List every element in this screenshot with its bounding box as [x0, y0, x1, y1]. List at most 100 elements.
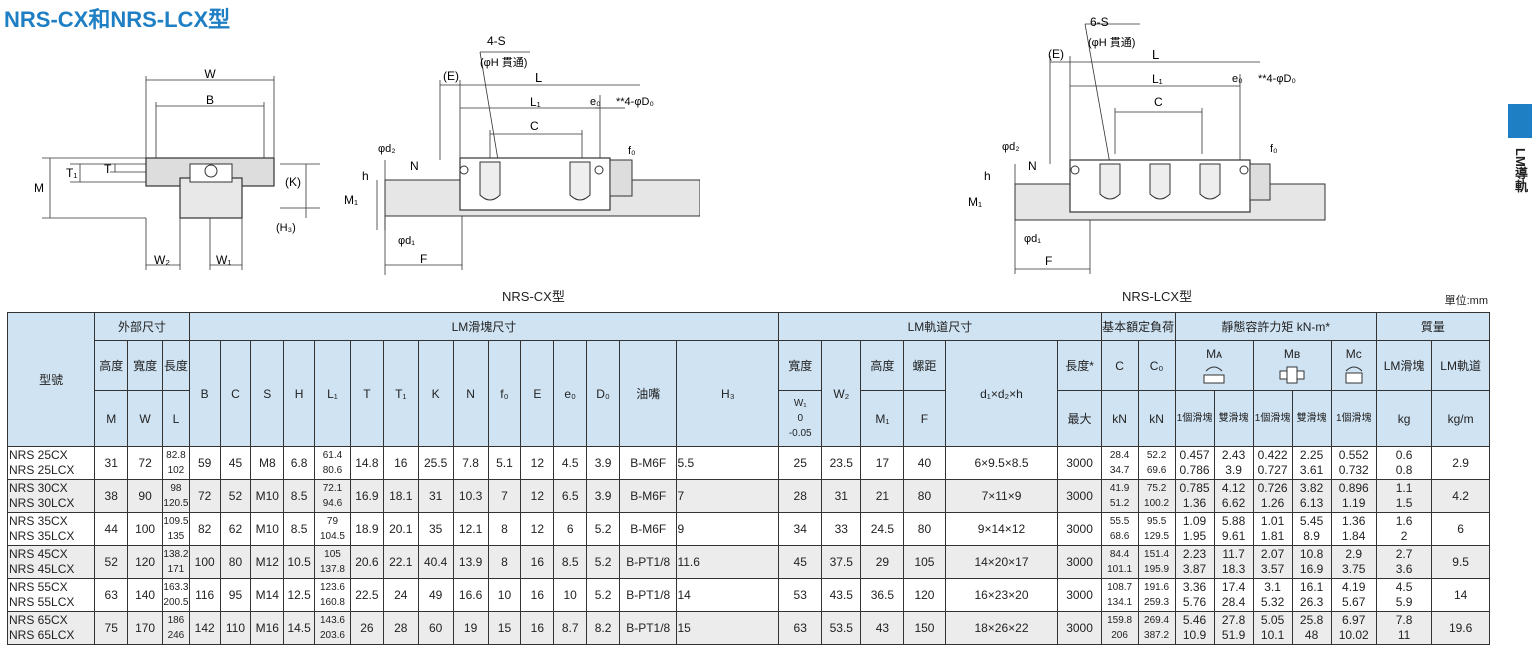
cell-W: 100: [127, 512, 164, 546]
side-section-label: LM導軌: [1513, 148, 1528, 193]
cell-line: 195.9: [1144, 564, 1170, 575]
col-mass-rail: LM軌道: [1431, 340, 1490, 391]
cell-B: 82: [188, 512, 221, 546]
cell-N: 19: [452, 611, 489, 645]
cell-line: 3.9: [1225, 463, 1242, 477]
cell-line: 1.36: [1182, 496, 1207, 510]
label-W: W: [204, 67, 216, 81]
cell-W2: 33: [821, 512, 862, 546]
cell-M1: 43: [860, 611, 905, 645]
cell-C: 80: [219, 545, 252, 579]
cell-line: 10.1: [1260, 628, 1285, 642]
mb-label: Mʙ: [1283, 346, 1301, 361]
col-rail-height: 高度: [860, 340, 905, 391]
cell-T1: 22.1: [382, 545, 419, 579]
moment-c-icon: [1345, 366, 1363, 383]
cell-K: 31: [417, 479, 454, 513]
cell-line: 28.4: [1221, 595, 1246, 609]
cell-line: 186: [167, 615, 185, 626]
col-max: 最大: [1057, 390, 1102, 447]
cell-line: 94.6: [322, 498, 343, 509]
cell-line: 1.36: [1342, 514, 1366, 528]
cell-M: 31: [94, 446, 129, 480]
cell-line: 0.8: [1395, 463, 1413, 477]
col-B: B: [188, 340, 221, 447]
cell-d: 16×23×20: [944, 578, 1059, 612]
label-D0: **4-φD₀: [616, 96, 654, 108]
cell-W: 140: [127, 578, 164, 612]
cell-B: 116: [188, 578, 221, 612]
label-F: F: [420, 252, 427, 266]
caption-cx: NRS-CX型: [502, 289, 565, 304]
cell-C: 95: [219, 578, 252, 612]
label-M1-lcx: M₁: [968, 195, 982, 209]
col-length: 長度: [162, 340, 190, 391]
col-d: d₁×d₂×h: [944, 340, 1059, 447]
cell-f0: 8: [487, 545, 522, 579]
cell-W1: 63: [778, 611, 823, 645]
col-f0: f₀: [487, 340, 522, 447]
cell-line: 0.896: [1338, 481, 1369, 495]
group-mass: 質量: [1375, 312, 1491, 341]
col-ma-double: 雙滑塊: [1213, 390, 1254, 447]
cell-B: 142: [188, 611, 221, 645]
cell-e0: 4.5: [553, 446, 588, 480]
cell-grease: B-PT1/8: [618, 545, 678, 579]
cell-line: NRS 65LCX: [9, 628, 75, 642]
cell-line: 82.8: [166, 450, 186, 461]
col-W: W: [127, 390, 164, 447]
label-B: B: [206, 93, 214, 107]
label-phid1-lcx: φd₁: [1024, 233, 1041, 245]
label-K: (K): [285, 175, 301, 189]
cell-line: NRS 55LCX: [9, 595, 75, 609]
label-h-lcx: h: [984, 169, 991, 183]
col-kN-1: kN: [1100, 390, 1139, 447]
cell-F: 150: [903, 611, 946, 645]
cell-line: 5.76: [1182, 595, 1207, 609]
cell-line: 11: [1397, 628, 1411, 642]
cell-W1: 25: [778, 446, 823, 480]
cell-N: 12.1: [452, 512, 489, 546]
col-mc-one: 1個滑塊: [1330, 390, 1377, 447]
label-phiH: (φH 貫通): [480, 56, 527, 69]
cell-f0: 10: [487, 578, 522, 612]
cell-M: 44: [94, 512, 129, 546]
cell-line: 79: [326, 516, 339, 527]
cell-line: 0.422: [1257, 448, 1288, 462]
cell-T: 20.6: [349, 545, 384, 579]
cell-line: 1.95: [1182, 529, 1207, 543]
cell-line: 10.8: [1299, 547, 1324, 561]
col-M1: M₁: [860, 390, 905, 447]
cell-W1: 53: [778, 578, 823, 612]
cell-line: NRS 35CX: [9, 514, 68, 528]
cell-S: M8: [250, 446, 285, 480]
cell-Lmax: 3000: [1057, 512, 1102, 546]
label-h: h: [362, 169, 369, 183]
cell-line: 10.9: [1182, 628, 1207, 642]
cell-line: NRS 55CX: [9, 580, 68, 594]
cell-N: 10.3: [452, 479, 489, 513]
cell-line: 4.5: [1395, 580, 1413, 594]
cell-B: 100: [188, 545, 221, 579]
cell-D0: 3.9: [586, 479, 620, 513]
cell-line: 5.46: [1182, 613, 1207, 627]
label-H3: (H₃): [276, 222, 296, 234]
page-title: NRS-CX和NRS-LCX型: [4, 7, 231, 32]
cell-line: 17.4: [1221, 580, 1246, 594]
cell-C: 45: [219, 446, 252, 480]
